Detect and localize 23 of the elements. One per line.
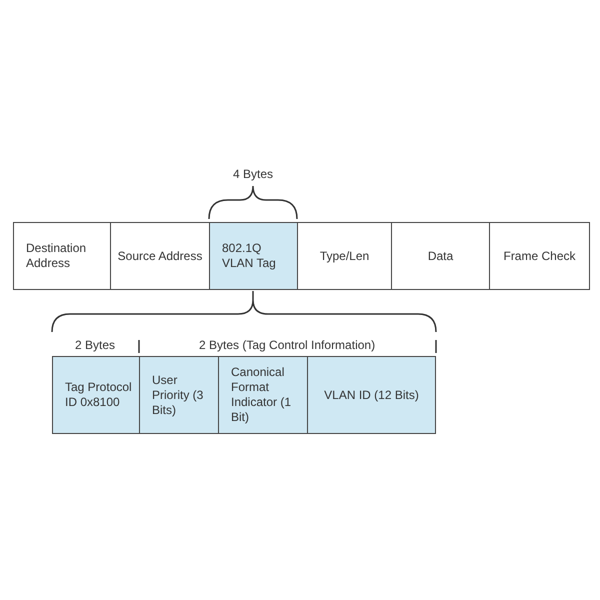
tag-subfield	[307, 356, 436, 434]
tag-subfield	[52, 356, 140, 434]
tag-subfield	[218, 356, 308, 434]
field-label: VLAN ID (12 Bits)	[324, 388, 419, 402]
frame-field	[297, 222, 392, 290]
field-label: Tag Protocol ID 0x8100	[65, 380, 133, 410]
field-label: Type/Len	[320, 248, 370, 264]
frame-field	[209, 222, 298, 290]
tag-subfield	[139, 356, 219, 434]
field-label: Destination Address	[26, 241, 88, 271]
frame-field	[391, 222, 490, 290]
size-label: 2 Bytes (Tag Control Information)	[199, 338, 376, 352]
field-label: Frame Check	[503, 248, 576, 264]
size-label: 2 Bytes	[75, 338, 116, 352]
size-label: 4 Bytes	[233, 167, 274, 181]
field-label: Canonical Format Indicator (1 Bit)	[231, 365, 292, 425]
frame-field	[489, 222, 590, 290]
field-label: Source Address	[118, 248, 202, 264]
frame-field	[110, 222, 210, 290]
field-label: 802.1Q VLAN Tag	[222, 241, 277, 271]
field-label: Data	[428, 248, 454, 264]
field-label: User Priority (3 Bits)	[152, 372, 204, 418]
frame-field	[13, 222, 111, 290]
